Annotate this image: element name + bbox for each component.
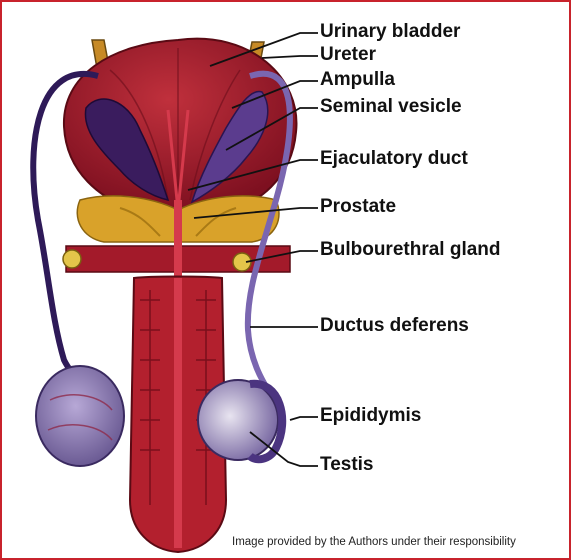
testis-left [36,366,124,466]
bulbourethral-gland-left [63,250,81,268]
label-ureter: Ureter [320,45,376,64]
label-epididymis: Epididymis [320,406,421,425]
label-bulbourethral-gland: Bulbourethral gland [320,240,501,259]
label-ductus-deferens: Ductus deferens [320,316,469,335]
testis-right [198,380,278,460]
label-ejaculatory-duct: Ejaculatory duct [320,149,468,168]
label-urinary-bladder: Urinary bladder [320,22,460,41]
label-testis: Testis [320,455,374,474]
image-credit: Image provided by the Authors under thei… [232,536,516,548]
label-ampulla: Ampulla [320,70,395,89]
label-prostate: Prostate [320,197,396,216]
label-seminal-vesicle: Seminal vesicle [320,97,462,116]
